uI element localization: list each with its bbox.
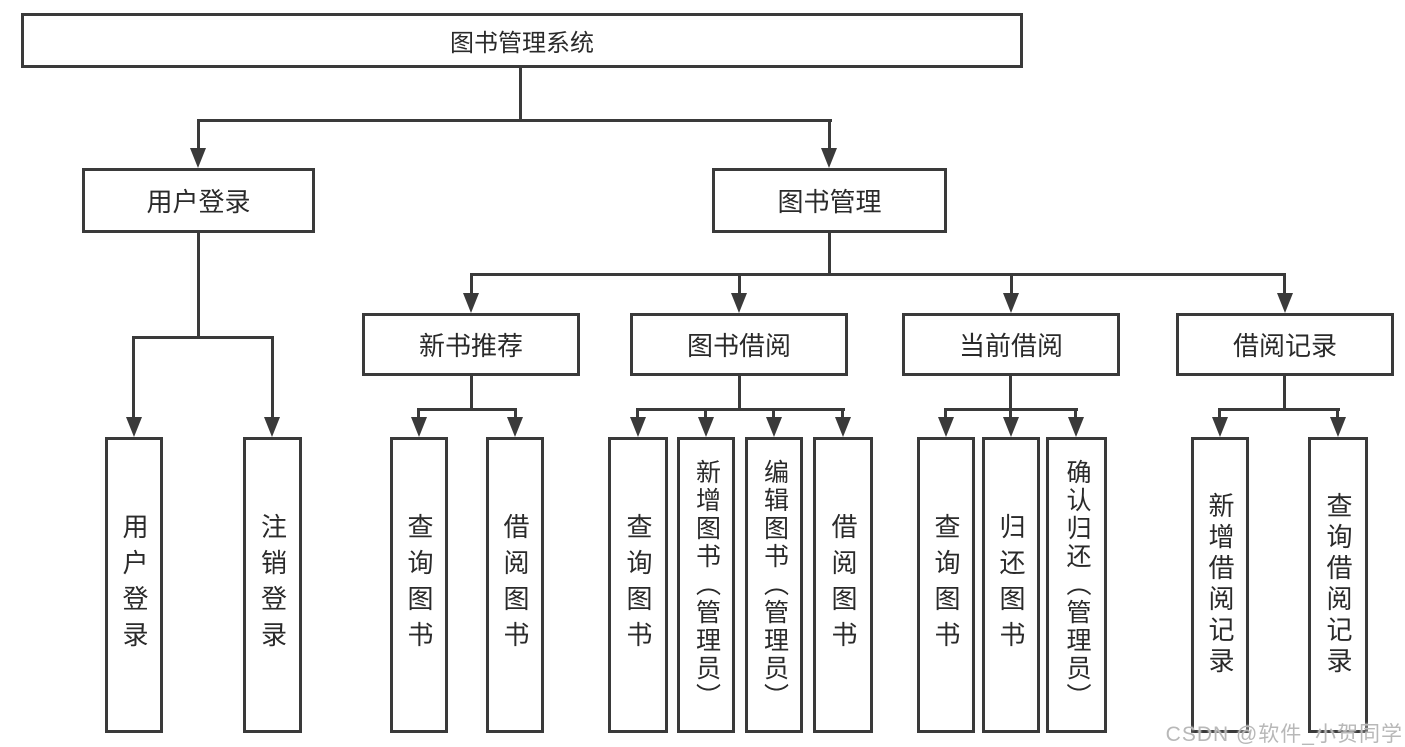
connector-line: [1283, 376, 1286, 410]
node-user-login: 用户登录: [82, 168, 315, 233]
arrow-down-icon: [766, 417, 782, 437]
node-system: 图书管理系统: [21, 13, 1023, 68]
connector-line: [772, 408, 775, 420]
arrow-down-icon: [463, 293, 479, 313]
leaf-borrow-books-borrowing: 借阅图书: [813, 437, 873, 733]
connector-line: [1336, 408, 1339, 420]
connector-line: [519, 66, 522, 122]
leaf-return-book: 归还图书: [982, 437, 1040, 733]
leaf-confirm-return-admin: 确认归还（管理员）: [1046, 437, 1107, 733]
connector-line: [197, 119, 832, 122]
connector-line: [470, 376, 473, 410]
arrow-down-icon: [507, 417, 523, 437]
connector-line: [828, 119, 831, 150]
arrow-down-icon: [1068, 417, 1084, 437]
leaf-query-books-borrowing: 查询图书: [608, 437, 668, 733]
arrow-down-icon: [698, 417, 714, 437]
arrow-down-icon: [835, 417, 851, 437]
leaf-borrow-books-recommend: 借阅图书: [486, 437, 544, 733]
leaf-query-borrow-record: 查询借阅记录: [1308, 437, 1368, 733]
connector-line: [828, 233, 831, 276]
connector-line: [417, 408, 420, 420]
connector-line: [738, 376, 741, 410]
arrow-down-icon: [1003, 293, 1019, 313]
connector-line: [636, 408, 845, 411]
leaf-query-books-current: 查询图书: [917, 437, 975, 733]
connector-line: [470, 273, 473, 295]
connector-line: [1218, 408, 1221, 420]
arrow-down-icon: [821, 148, 837, 168]
node-new-book-recommend: 新书推荐: [362, 313, 580, 376]
connector-line: [1218, 408, 1340, 411]
connector-line: [514, 408, 517, 420]
node-book-management: 图书管理: [712, 168, 947, 233]
arrow-down-icon: [1003, 417, 1019, 437]
connector-line: [132, 336, 135, 419]
watermark: CSDN @软件_小贺同学: [1165, 723, 1403, 746]
connector-line: [841, 408, 844, 420]
arrow-down-icon: [630, 417, 646, 437]
connector-line: [738, 273, 741, 295]
node-borrowing-records: 借阅记录: [1176, 313, 1394, 376]
node-book-borrowing: 图书借阅: [630, 313, 848, 376]
connector-line: [944, 408, 947, 420]
leaf-add-borrow-record: 新增借阅记录: [1191, 437, 1249, 733]
leaf-logout: 注销登录: [243, 437, 302, 733]
connector-line: [197, 233, 200, 339]
arrow-down-icon: [264, 417, 280, 437]
connector-line: [1009, 376, 1012, 410]
arrow-down-icon: [938, 417, 954, 437]
leaf-add-book-admin: 新增图书（管理员）: [677, 437, 735, 733]
leaf-edit-book-admin: 编辑图书（管理员）: [745, 437, 803, 733]
arrow-down-icon: [731, 293, 747, 313]
connector-line: [417, 408, 517, 411]
connector-line: [197, 119, 200, 150]
arrow-down-icon: [1277, 293, 1293, 313]
arrow-down-icon: [126, 417, 142, 437]
node-current-borrowing: 当前借阅: [902, 313, 1120, 376]
leaf-query-books-recommend: 查询图书: [390, 437, 448, 733]
arrow-down-icon: [1212, 417, 1228, 437]
connector-line: [470, 273, 1286, 276]
arrow-down-icon: [190, 148, 206, 168]
connector-line: [636, 408, 639, 420]
connector-line: [132, 336, 274, 339]
arrow-down-icon: [411, 417, 427, 437]
connector-line: [271, 336, 274, 419]
connector-line: [1074, 408, 1077, 420]
connector-line: [1009, 408, 1012, 420]
connector-line: [1010, 273, 1013, 295]
connector-line: [704, 408, 707, 420]
connector-line: [1283, 273, 1286, 295]
arrow-down-icon: [1330, 417, 1346, 437]
leaf-user-login: 用户登录: [105, 437, 163, 733]
